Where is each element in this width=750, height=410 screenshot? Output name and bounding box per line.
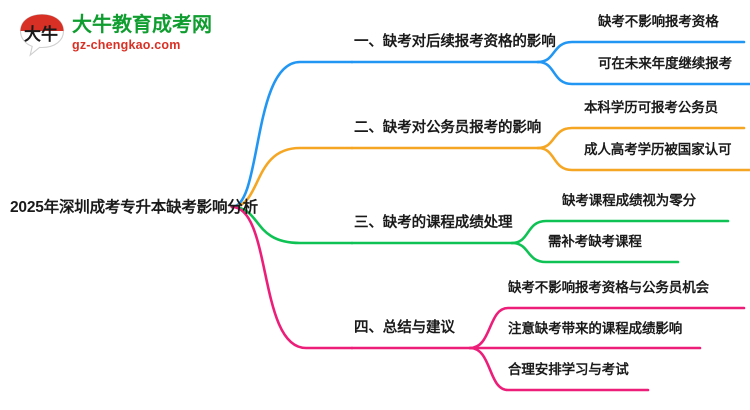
wire-branch-2-to-leaf-1 xyxy=(536,126,746,150)
leaf-node-4-1[interactable]: 缺考不影响报考资格与公务员机会 xyxy=(508,280,709,295)
wire-branch-3-to-leaf-1 xyxy=(510,219,730,245)
logo-text: 大牛教育成考网 gz-chengkao.com xyxy=(72,13,222,53)
wire-root-to-branch-1 xyxy=(230,60,354,209)
wire-branch-1-to-leaf-1 xyxy=(536,40,746,64)
logo-name-en: gz-chengkao.com xyxy=(72,38,181,52)
branch-node-1[interactable]: 一、缺考对后续报考资格的影响 xyxy=(354,34,556,50)
branch-node-2[interactable]: 二、缺考对公务员报考的影响 xyxy=(354,120,542,136)
wire-branch-4-to-leaf-3 xyxy=(468,346,650,392)
leaf-node-3-2[interactable]: 需补考缺考课程 xyxy=(548,234,642,249)
leaf-node-2-1[interactable]: 本科学历可报考公务员 xyxy=(584,100,718,115)
wire-root-to-branch-2 xyxy=(230,146,354,209)
branch-node-4[interactable]: 四、总结与建议 xyxy=(354,320,455,336)
site-logo: 大牛 大牛教育成考网 gz-chengkao.com xyxy=(18,10,218,62)
wire-root-to-branch-4 xyxy=(230,205,354,350)
wire-branch-2-to-leaf-2 xyxy=(536,146,750,172)
branch-node-3[interactable]: 三、缺考的课程成绩处理 xyxy=(354,215,513,231)
logo-bubble-icon: 大牛 xyxy=(19,13,65,57)
logo-name-cn: 大牛教育成考网 xyxy=(72,14,212,36)
wire-branch-1-to-leaf-2 xyxy=(536,60,750,86)
leaf-node-1-1[interactable]: 缺考不影响报考资格 xyxy=(598,14,719,29)
leaf-node-4-3[interactable]: 合理安排学习与考试 xyxy=(508,362,629,377)
svg-text:大牛: 大牛 xyxy=(24,24,58,44)
root-node[interactable]: 2025年深圳成考专升本缺考影响分析 xyxy=(10,199,258,216)
wire-branch-3-to-leaf-2 xyxy=(510,241,680,264)
leaf-node-4-2[interactable]: 注意缺考带来的课程成绩影响 xyxy=(508,321,683,336)
leaf-node-2-2[interactable]: 成人高考学历被国家认可 xyxy=(584,142,732,157)
wire-branch-4-to-leaf-1 xyxy=(468,306,746,350)
leaf-node-3-1[interactable]: 缺考课程成绩视为零分 xyxy=(562,193,696,208)
leaf-node-1-2[interactable]: 可在未来年度继续报考 xyxy=(598,56,732,71)
